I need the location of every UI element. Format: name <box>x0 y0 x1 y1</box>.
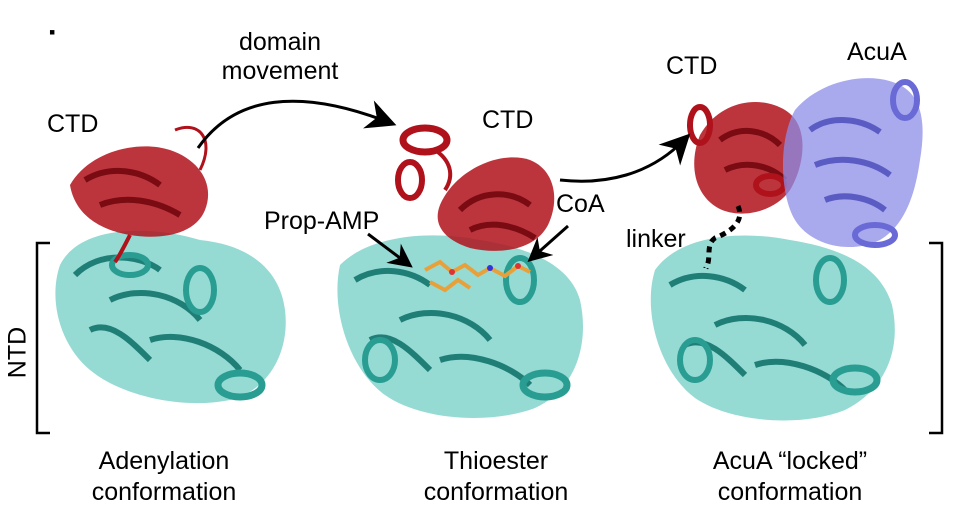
domain-movement-arrow <box>196 99 397 149</box>
caption-thioester-line2: conformation <box>423 478 569 506</box>
ligand-sticks-middle <box>424 259 531 293</box>
ntd-bracket-left <box>35 241 50 435</box>
ntd-bracket-right <box>929 241 944 435</box>
caption-acua-locked-line2: conformation <box>717 478 863 506</box>
caption-adenylation-line1: Adenylation <box>98 447 230 475</box>
caption-acua-locked: AcuA “locked” conformation <box>660 446 920 508</box>
caption-thioester-line1: Thioester <box>443 447 549 475</box>
ntd-label: NTD <box>3 326 32 379</box>
acua-structure <box>782 78 923 248</box>
coa-arrow <box>527 224 569 262</box>
ntd-structure-left <box>55 230 286 404</box>
caption-adenylation: Adenylation conformation <box>34 446 294 508</box>
linker-label: linker <box>626 225 686 253</box>
ctd-structure-right <box>687 102 803 214</box>
coa-label: CoA <box>556 190 605 218</box>
caption-thioester: Thioester conformation <box>366 446 626 508</box>
caption-acua-locked-line1: AcuA “locked” <box>712 447 868 475</box>
ntd-structure-right <box>650 235 895 421</box>
ctd-structure-middle <box>395 124 555 251</box>
ntd-structure-middle <box>337 235 583 418</box>
ctd-label-left: CTD <box>47 110 99 138</box>
linker-dashed-line <box>703 205 743 270</box>
prop-amp-arrow <box>367 232 413 268</box>
caption-adenylation-line2: conformation <box>91 478 237 506</box>
ctd-structure-left <box>70 125 209 264</box>
acua-label: AcuA <box>847 38 907 66</box>
ctd-label-right: CTD <box>666 52 718 80</box>
prop-amp-label: Prop-AMP <box>264 207 380 235</box>
ctd-label-middle: CTD <box>482 106 534 134</box>
panel-marker: ▪ <box>49 22 56 42</box>
domain-movement-label: domain movement <box>210 28 350 86</box>
ctd-to-locked-arrow <box>559 133 691 183</box>
domain-movement-line2: movement <box>221 57 339 85</box>
domain-movement-line1: domain <box>239 28 321 56</box>
